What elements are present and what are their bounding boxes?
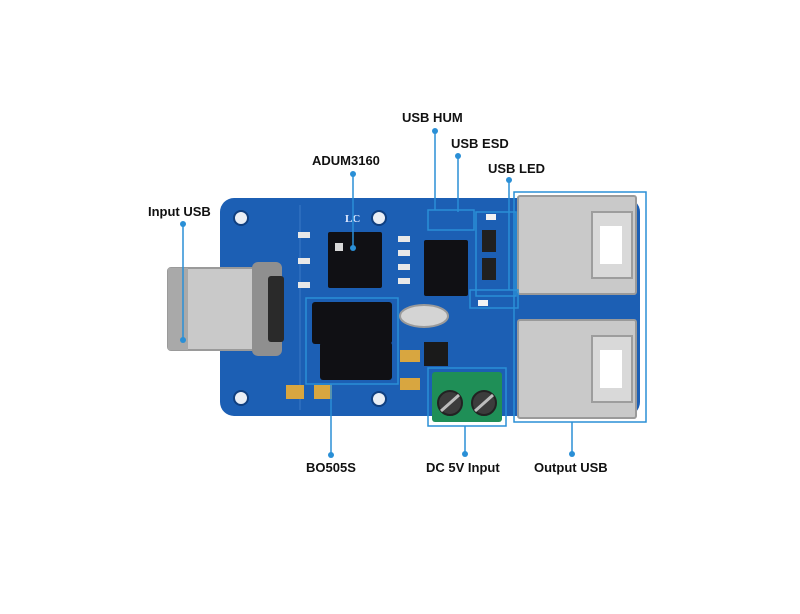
callout-input-usb <box>180 221 186 343</box>
input-usb-connector <box>167 262 284 356</box>
callout-usb-led <box>469 177 519 309</box>
usb-b-shade <box>168 268 188 350</box>
usb-a-tongue-bottom <box>600 350 622 388</box>
smd-components <box>286 214 496 399</box>
tantalum-cap <box>400 350 420 362</box>
tantalum-cap <box>314 385 332 399</box>
callout-dc-input <box>427 367 507 457</box>
resistor <box>298 258 310 264</box>
label-usb-led: USB LED <box>488 161 545 176</box>
label-dc-input: DC 5V Input <box>426 460 500 475</box>
callout-bo505s <box>305 297 399 458</box>
resistor <box>398 250 410 256</box>
resistor <box>298 282 310 288</box>
callouts <box>180 128 647 458</box>
resistor <box>398 264 410 270</box>
usb-hub-chip <box>424 240 468 296</box>
callout-output-usb <box>513 191 647 457</box>
resistor <box>398 236 410 242</box>
dc-terminal-block <box>432 372 502 422</box>
resistor <box>298 232 310 238</box>
mounting-hole <box>371 210 387 226</box>
usb-a-tongue-top <box>600 226 622 264</box>
esd-array <box>482 258 496 280</box>
mounting-hole <box>371 391 387 407</box>
chip-body <box>328 232 382 288</box>
label-usb-esd: USB ESD <box>451 136 509 151</box>
led <box>486 214 496 220</box>
tantalum-cap <box>400 378 420 390</box>
chip-body <box>424 240 468 296</box>
adum3160-chip <box>328 232 382 288</box>
callout-adum3160 <box>350 171 356 251</box>
tantalum-cap <box>286 385 304 399</box>
bo505s-module <box>312 302 392 380</box>
mounting-hole <box>233 390 249 406</box>
callout-usb-esd <box>455 153 517 297</box>
screw-slot <box>440 393 460 413</box>
label-output-usb: Output USB <box>534 460 608 475</box>
mounting-hole <box>233 210 249 226</box>
callout-labels: Input USB ADUM3160 USB HUM USB ESD USB L… <box>148 110 608 475</box>
esd-array <box>482 230 496 252</box>
output-usb-ports <box>517 195 637 419</box>
regulator <box>424 342 448 366</box>
callout-usb-hum <box>427 128 475 231</box>
chip-marking <box>335 243 343 251</box>
resistor <box>398 278 410 284</box>
led <box>478 300 488 306</box>
module-body-bottom <box>320 342 392 380</box>
label-input-usb: Input USB <box>148 204 211 219</box>
crystal-oscillator <box>399 304 449 328</box>
label-bo505s: BO505S <box>306 460 356 475</box>
screw-slot <box>474 393 494 413</box>
module-body-top <box>312 302 392 344</box>
usb-b-cavity <box>268 276 284 342</box>
label-usb-hum: USB HUM <box>402 110 463 125</box>
label-adum3160: ADUM3160 <box>312 153 380 168</box>
